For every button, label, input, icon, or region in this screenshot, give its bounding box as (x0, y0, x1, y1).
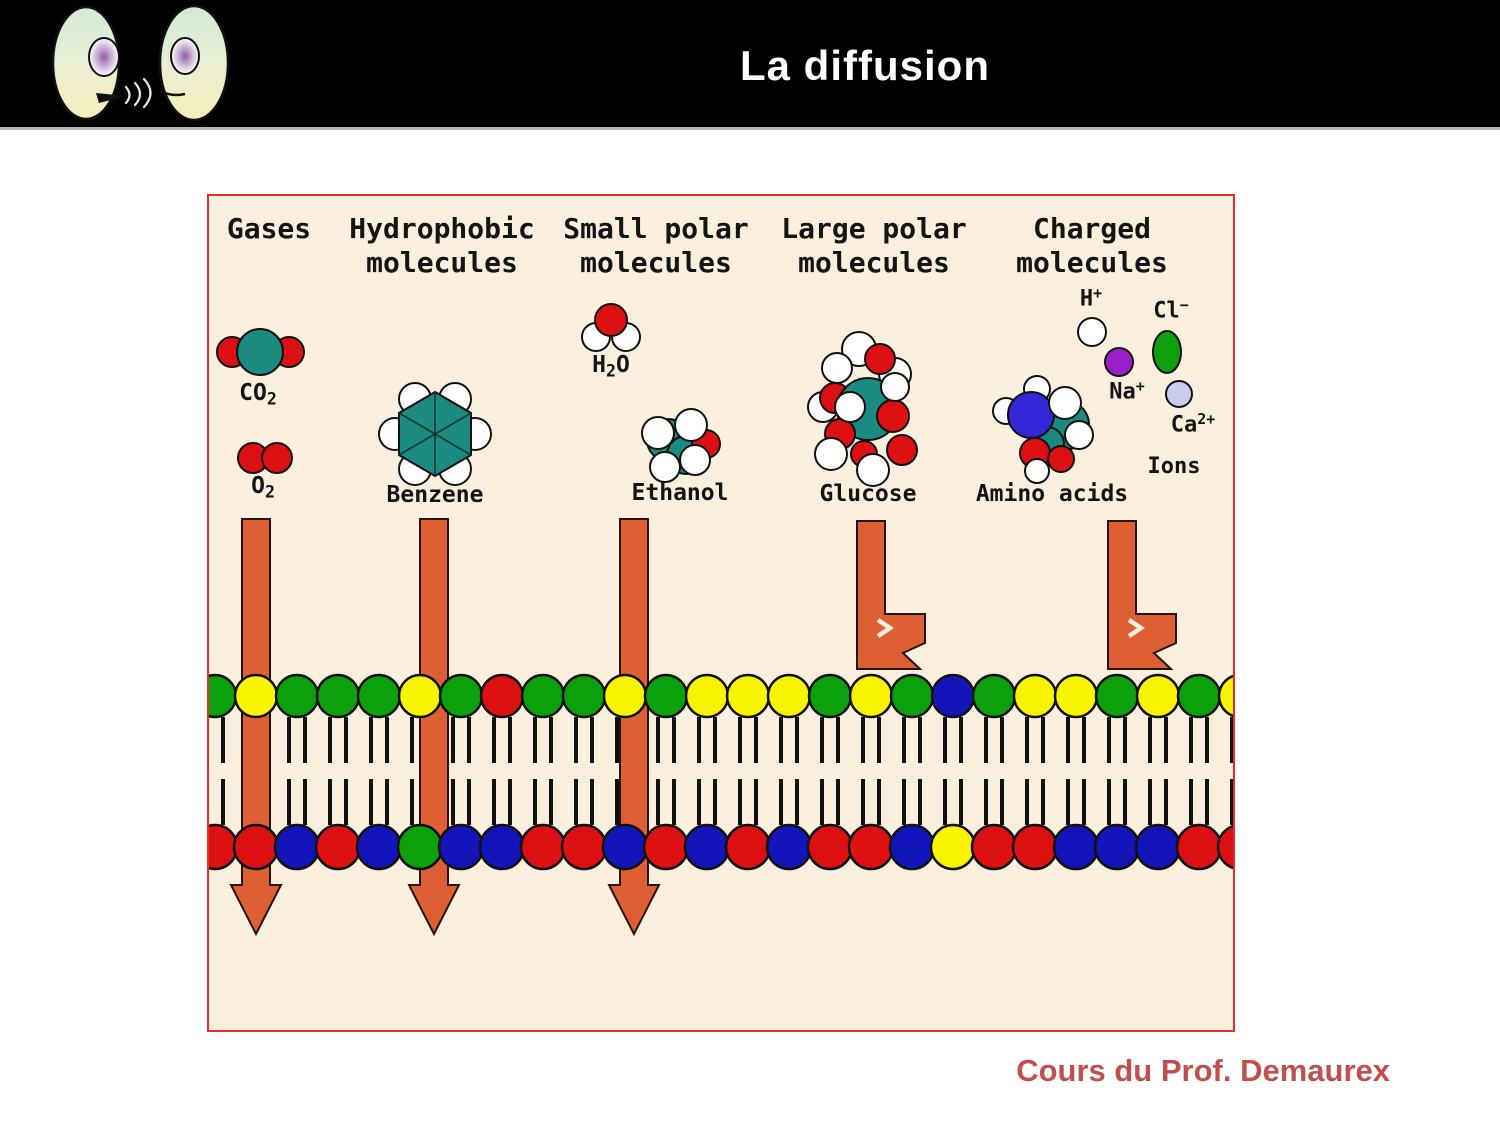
ethanol-label: Ethanol (631, 480, 729, 506)
calcium-ion (1165, 380, 1193, 408)
left-cell-beak (96, 93, 126, 103)
course-credit: Cours du Prof. Demaurex (1016, 1053, 1390, 1088)
left-cell-icon (51, 5, 152, 121)
column-header-charged: Charged molecules (1016, 212, 1168, 279)
h2o-label: H2O (592, 352, 630, 381)
column-header-large-polar: Large polar molecules (781, 212, 967, 279)
water-molecule (581, 303, 641, 352)
sound-waves-icon (124, 77, 152, 109)
column-header-hydrophobic: Hydrophobic molecules (349, 212, 535, 279)
co2-molecule (216, 328, 305, 376)
diagram-canvas (209, 303, 1233, 937)
left-cell-eye (88, 37, 120, 77)
ethanol-molecule (641, 408, 721, 483)
h-ion-label: H+ (1079, 284, 1103, 312)
lipid-heads (209, 673, 1233, 871)
membrane-permeability-diagram: Gases Hydrophobic molecules Small polar … (207, 194, 1235, 1032)
column-header-gases: Gases (226, 212, 312, 245)
o2-label: O2 (251, 473, 275, 502)
ca-ion-label: Ca2+ (1170, 410, 1216, 438)
glucose-molecule (807, 331, 918, 487)
sodium-ion (1104, 347, 1134, 377)
o2-molecule (237, 442, 293, 474)
right-cell-icon (158, 4, 230, 122)
title-bar: La diffusion (0, 0, 1500, 130)
page-title: La diffusion (740, 42, 990, 89)
cl-ion-label: Cl− (1153, 296, 1189, 324)
right-cell-eye (170, 37, 200, 75)
cells-logo (51, 4, 230, 122)
benzene-molecule (378, 382, 492, 486)
ion-particles (1077, 317, 1193, 408)
glucose-label: Glucose (819, 481, 917, 507)
right-cell-mouth (159, 89, 186, 97)
chloride-ion (1152, 330, 1182, 374)
lipid-tails (221, 717, 1233, 825)
amino-acids-label: Amino acids (975, 481, 1129, 507)
amino-acid-molecule (992, 375, 1094, 484)
hydrogen-ion (1077, 317, 1107, 347)
ions-label: Ions (1147, 454, 1201, 479)
benzene-label: Benzene (386, 482, 484, 508)
co2-label: CO2 (239, 380, 277, 409)
na-ion-label: Na+ (1109, 377, 1145, 405)
column-header-small-polar: Small polar molecules (563, 212, 749, 279)
